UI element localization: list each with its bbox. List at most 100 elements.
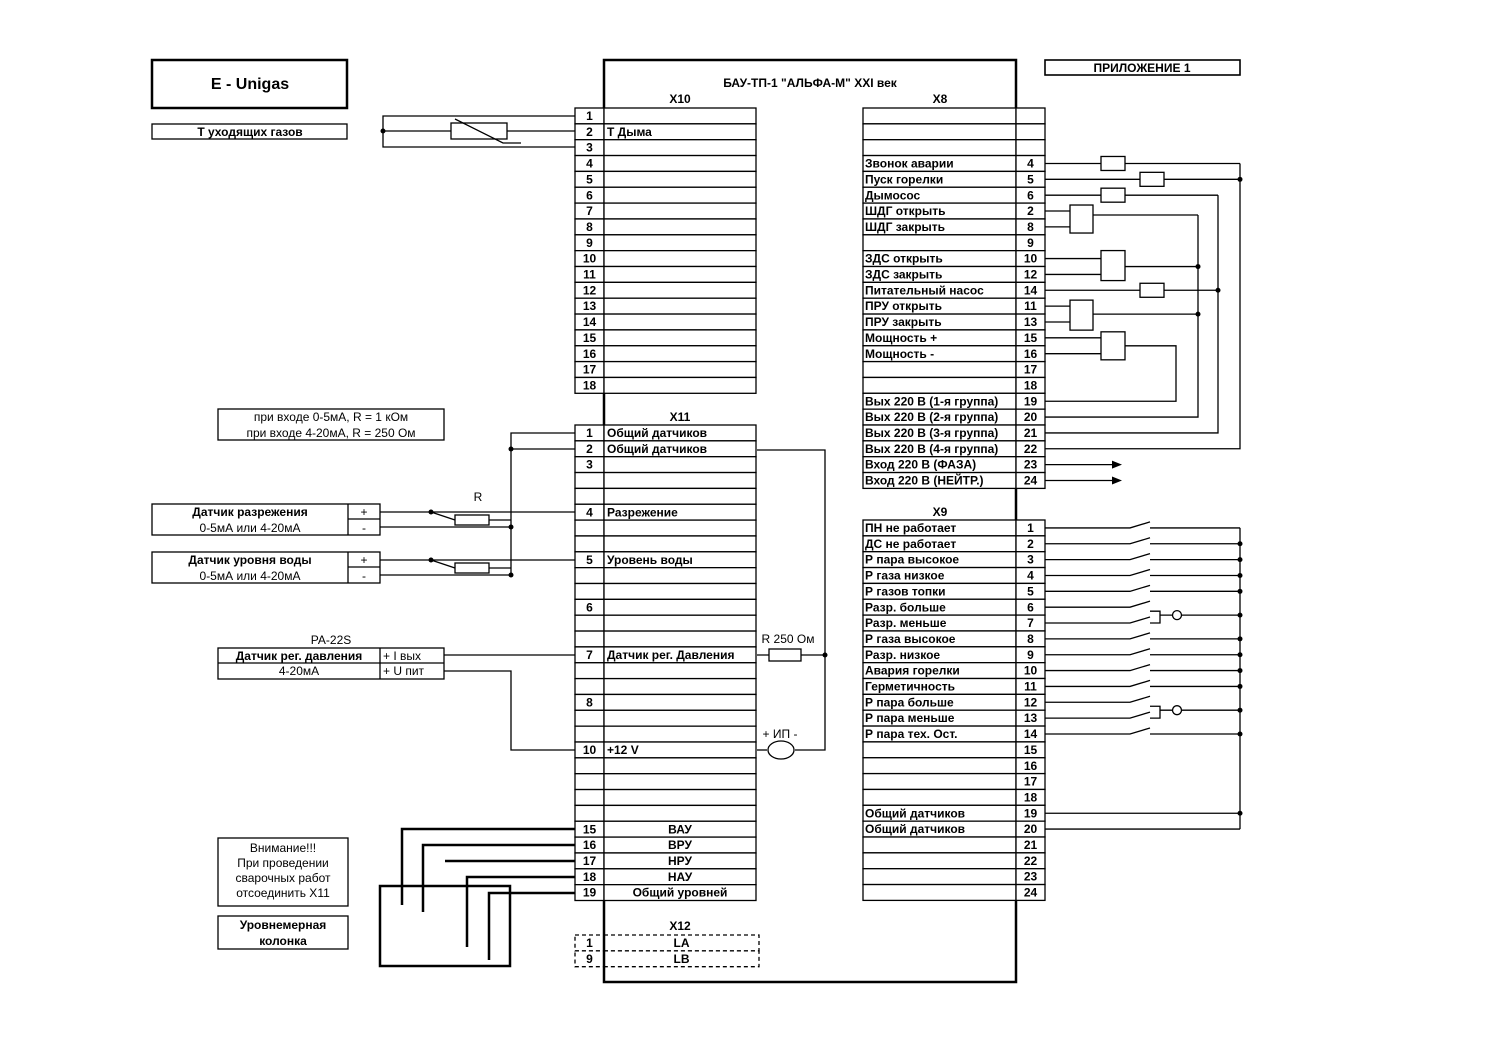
x11-pin-number: 16: [583, 838, 597, 852]
water-plus: +: [360, 553, 367, 567]
x11-pin-label: ВАУ: [668, 822, 692, 836]
x8-pin-label: ШДГ закрыть: [865, 220, 945, 234]
x8-row: [862, 107, 1046, 125]
x8-row: Мощность -16: [862, 345, 1046, 363]
x9-pin-label: Р пара тех. Ост.: [865, 727, 958, 741]
x10-row: 10: [574, 249, 757, 268]
level-column-vessel: [378, 827, 575, 968]
x10-pin-number: 5: [586, 172, 593, 186]
x9-title: X9: [933, 505, 948, 519]
x9-pin-number: 18: [1024, 790, 1038, 804]
x11-row: [574, 677, 757, 696]
water-sensor-range: 0-5мА или 4-20мА: [200, 569, 301, 583]
sensor-wiring: [380, 432, 575, 578]
x10-row: 12: [574, 281, 757, 299]
x10-row: 6: [574, 186, 757, 204]
vacuum-plus: +: [360, 505, 367, 519]
x8-wiring: [1045, 155, 1243, 485]
x11-pin-label: НАУ: [668, 870, 693, 884]
x11-pin-number: 3: [586, 458, 593, 472]
thermistor-wiring: [380, 115, 575, 148]
x9-pin-number: 8: [1027, 632, 1034, 646]
warning-box: Внимание!!! При проведении сварочных раб…: [217, 837, 349, 907]
x11-row: [574, 757, 757, 775]
x11-pin-number: 18: [583, 870, 597, 884]
x8-pin-label: Звонок аварии: [865, 157, 954, 171]
x11-pin-label: +12 V: [607, 743, 639, 757]
x9-pin-label: Общий датчиков: [865, 806, 965, 820]
x8-row: Мощность + 15: [862, 329, 1046, 347]
x9-pin-label: Р газов топки: [865, 584, 946, 598]
x10-row: 16: [574, 345, 757, 363]
x8-row: [862, 123, 1046, 141]
x11-pin-number: 19: [583, 886, 597, 900]
vacuum-sensor-name: Датчик разрежения: [192, 505, 307, 519]
x10-row: 3: [574, 139, 757, 157]
x9-pin-label: Р пара высокое: [865, 553, 959, 567]
x10-row: 9: [574, 234, 757, 252]
x11-row: [574, 630, 757, 648]
x9-pin-number: 10: [1024, 664, 1038, 678]
x11-pin-number: 6: [586, 600, 593, 614]
x11-pin-number: 2: [586, 442, 593, 456]
x11-row: [574, 709, 757, 727]
x8-pin-label: ПРУ закрыть: [865, 315, 942, 329]
x10-pin-number: 11: [583, 268, 596, 282]
x9-pin-label: ПН не работает: [865, 521, 956, 535]
x12-title: X12: [669, 919, 691, 933]
x11-pin-number: 4: [586, 505, 593, 519]
x12-pin-number: 9: [586, 952, 593, 966]
x9-pin-number: 21: [1024, 838, 1038, 852]
pressure-wiring: [444, 449, 828, 760]
x10-pin-label: Т Дыма: [607, 125, 652, 139]
x10-pin-number: 10: [583, 252, 597, 266]
x8-pin-label: Пуск горелки: [865, 172, 943, 186]
x11-row: 3: [574, 456, 757, 474]
x8-row: Вых 220 В (3-я группа)21: [862, 424, 1046, 442]
x11-pin-label: Датчик рег. Давления: [607, 648, 734, 662]
x10-row: 14: [574, 313, 757, 331]
x8-pin-number: 15: [1024, 331, 1038, 345]
x8-pin-number: 6: [1027, 188, 1034, 202]
x9-pin-label: Разр. больше: [865, 600, 946, 614]
x9-pin-label: Р пара больше: [865, 695, 954, 709]
x11-pin-label: Разрежение: [607, 505, 678, 519]
x8-row: Вых 220 В (4-я группа)22: [862, 440, 1046, 458]
x9-pin-label: ДС не работает: [865, 537, 956, 551]
note-line-2: при входе 4-20мА, R = 250 Ом: [246, 426, 415, 440]
x8-pin-label: Вых 220 В (4-я группа): [865, 442, 998, 456]
pressure-pwr: + U пит: [383, 664, 425, 678]
x8-pin-label: Вход 220 В (ФАЗА): [865, 458, 976, 472]
x8-pin-label: ШДГ открыть: [865, 204, 946, 218]
x10-row: 5: [574, 170, 757, 188]
x11-row: 7 Датчик рег. Давления: [574, 646, 757, 664]
x11-pin-number: 7: [586, 648, 593, 662]
x11-row: [574, 662, 757, 680]
x10-pin-number: 12: [583, 283, 597, 297]
x9-row: 24: [862, 883, 1046, 902]
x8-pin-number: 18: [1024, 378, 1038, 392]
x8-pin-label: ЗДС открыть: [865, 252, 943, 266]
x9-pin-number: 12: [1024, 695, 1038, 709]
x8-pin-label: Мощность +: [865, 331, 937, 345]
pressure-out: + I вых: [383, 649, 421, 663]
x10-pin-number: 18: [583, 378, 597, 392]
x11-row: 6: [574, 598, 757, 616]
x11-pin-number: 1: [586, 426, 593, 440]
x8-pin-label: Мощность -: [865, 347, 934, 361]
x9-pin-number: 7: [1027, 616, 1034, 630]
